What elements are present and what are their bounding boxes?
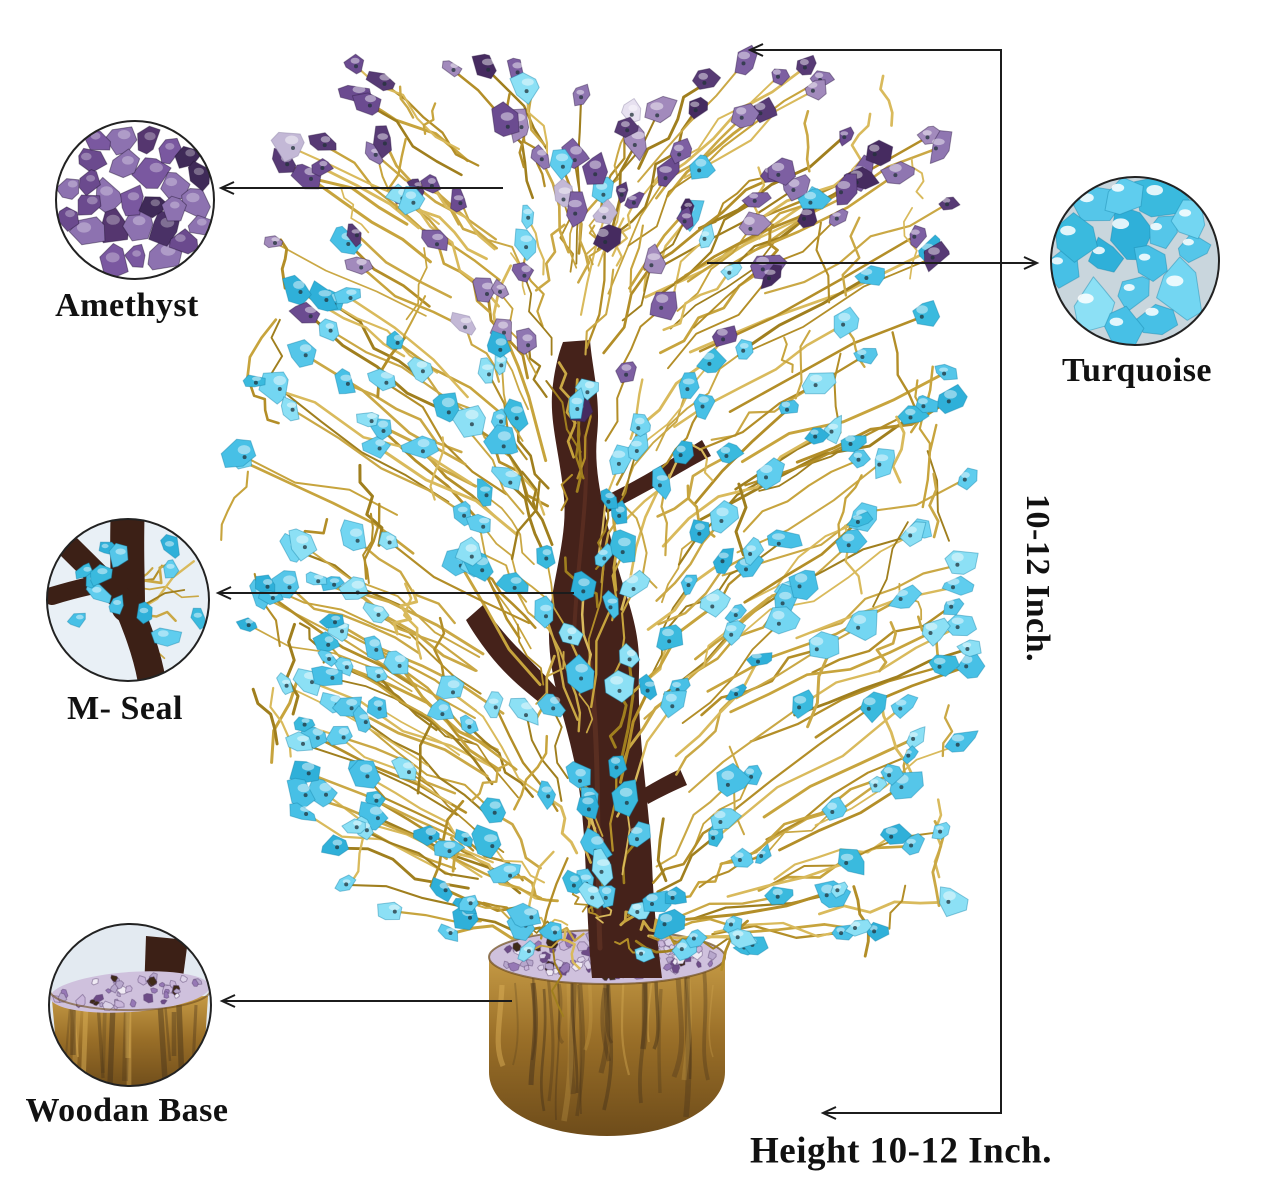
woodan-base-inset-photo [49, 924, 211, 1086]
tree-stones [220, 44, 986, 963]
woodan-base-label: Woodan Base [25, 1092, 229, 1129]
inset-photos [46, 120, 1220, 1087]
annotations [215, 43, 1040, 1120]
turquoise-label: Turquoise [1061, 352, 1213, 389]
vertical-dimension-label: 10-12 Inch. [1019, 494, 1056, 662]
amethyst-inset-photo [56, 121, 214, 279]
amethyst-label: Amethyst [55, 287, 199, 324]
m-seal-inset-photo [47, 519, 209, 681]
turquoise-inset-photo [1051, 177, 1219, 345]
height-dimension-line [750, 49, 1002, 1114]
height-dimension-label: Height 10-12 Inch. [750, 1130, 1052, 1172]
m-seal-label: M- Seal [67, 690, 183, 727]
